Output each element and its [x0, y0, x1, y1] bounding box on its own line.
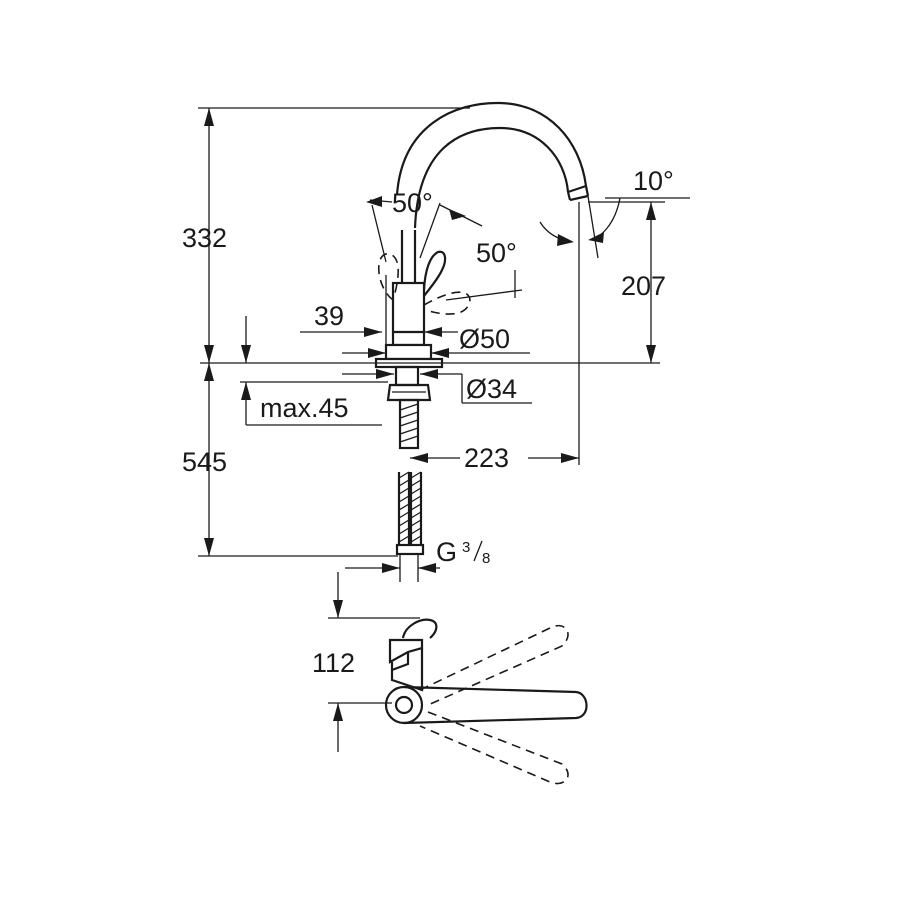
angle-50-left [366, 196, 483, 263]
angle-50-right [445, 270, 523, 301]
dimension-112 [328, 572, 420, 752]
dimension-332-label: 332 [182, 223, 227, 253]
top-spout [384, 624, 588, 785]
connection-thread-label: G [436, 537, 457, 567]
angle-50-right-label: 50° [476, 238, 517, 268]
side-view: 332 545 207 10° [182, 101, 690, 582]
dimension-223 [410, 453, 579, 463]
spout [395, 101, 590, 229]
dimension-332 [198, 107, 470, 363]
dimension-545-label: 545 [182, 447, 227, 477]
angle-10 [539, 195, 690, 465]
dimension-diameter-50 [342, 327, 530, 358]
dimension-max-45-label: max.45 [260, 393, 349, 423]
angle-10-label: 10° [633, 166, 674, 196]
dimension-diameter-34-label: Ø34 [466, 374, 517, 404]
mounting-stud [386, 365, 432, 450]
lever-handle [377, 250, 471, 315]
dimension-545 [198, 363, 398, 557]
dimension-207 [588, 201, 665, 363]
top-view: 112 [312, 572, 588, 785]
connection-fraction-slash [473, 540, 483, 562]
connection-thread-denominator: 8 [482, 550, 490, 567]
dimension-max-45 [241, 316, 382, 426]
top-lever [388, 618, 438, 692]
dimension-207-label: 207 [621, 271, 666, 301]
dimension-39-label: 39 [314, 301, 344, 331]
dimension-223-label: 223 [464, 443, 509, 473]
dimension-39 [300, 275, 387, 345]
dimension-diameter-34 [342, 369, 532, 404]
angle-50-left-label: 50° [392, 188, 433, 218]
dimension-112-label: 112 [312, 648, 355, 678]
dimension-diameter-50-label: Ø50 [459, 324, 510, 354]
connection-thread-numerator: 3 [462, 539, 470, 556]
supply-hoses [395, 471, 425, 582]
connection-thread [345, 563, 440, 573]
